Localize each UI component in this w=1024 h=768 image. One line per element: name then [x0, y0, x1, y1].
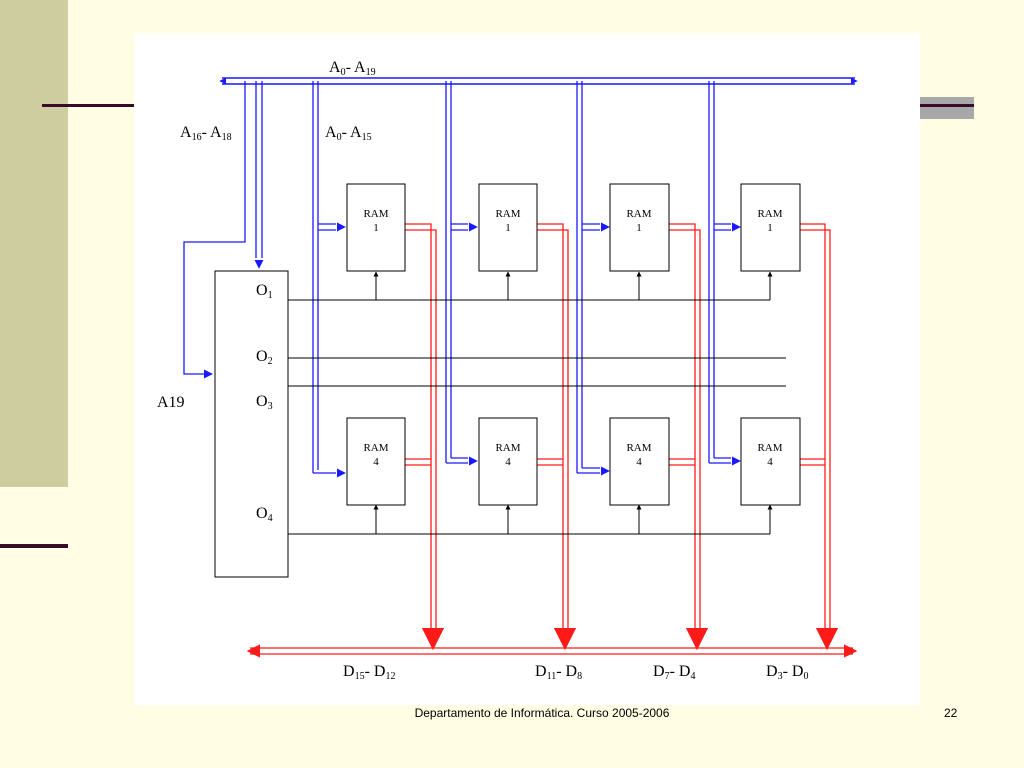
ram-block — [478, 417, 538, 506]
ram-index: 4 — [373, 456, 379, 468]
ram-label: RAM — [363, 442, 388, 454]
page-number: 22 — [944, 706, 958, 720]
title-rule-left — [42, 104, 134, 107]
ram-row-top: RAM 1 RAM 1 RAM 1 RAM 1 — [346, 183, 801, 272]
decoder-output-3: O3 — [256, 393, 273, 412]
data-bus-label-3: D7- D4 — [653, 663, 695, 682]
ram-index: 1 — [767, 222, 773, 234]
ram-block — [346, 183, 406, 272]
address-bus-label: A0- A19 — [329, 59, 376, 78]
ram-block — [478, 183, 538, 272]
ram-index: 4 — [505, 456, 511, 468]
ram-label: RAM — [626, 442, 651, 454]
ram-block — [740, 417, 801, 506]
title-rule-right-grey — [920, 97, 974, 119]
select-input-label: A19 — [157, 394, 185, 411]
ram-row-bottom: RAM 4 RAM 4 RAM 4 RAM 4 — [346, 417, 801, 506]
ram-label: RAM — [757, 208, 782, 220]
ram-block — [609, 417, 670, 506]
low-address-label: A0- A15 — [325, 124, 372, 143]
decoder-output-2: O2 — [256, 348, 273, 367]
data-bus-label-1: D15- D12 — [343, 663, 395, 682]
decoder-output-4: O4 — [256, 505, 273, 524]
side-decoration-strip — [0, 0, 68, 487]
ram-index: 4 — [767, 456, 773, 468]
ram-label: RAM — [495, 442, 520, 454]
high-address-bus — [254, 81, 264, 269]
address-bus — [219, 77, 858, 85]
ram-block — [346, 417, 406, 506]
data-bus-label-2: D11- D8 — [535, 663, 582, 682]
ram-index: 1 — [505, 222, 511, 234]
select-lines — [288, 271, 786, 535]
high-address-label: A16- A18 — [180, 124, 232, 143]
slide-footer: Departamento de Informática. Curso 2005-… — [414, 706, 670, 720]
ram-label: RAM — [495, 208, 520, 220]
ram-block — [740, 183, 801, 272]
decoder-block — [214, 270, 289, 578]
ram-label: RAM — [757, 442, 782, 454]
a19-select-line — [183, 81, 246, 379]
data-drops — [405, 223, 839, 651]
ram-label: RAM — [363, 208, 388, 220]
data-bus-label-4: D3- D0 — [766, 663, 808, 682]
ram-index: 1 — [373, 222, 379, 234]
address-taps — [312, 81, 741, 478]
accent-rule-left — [0, 544, 68, 548]
ram-index: 4 — [636, 456, 642, 468]
ram-index: 1 — [636, 222, 642, 234]
decoder-output-1: O1 — [256, 282, 273, 301]
title-rule-right — [920, 104, 974, 107]
ram-block — [609, 183, 670, 272]
data-bus — [246, 644, 858, 658]
ram-label: RAM — [626, 208, 651, 220]
